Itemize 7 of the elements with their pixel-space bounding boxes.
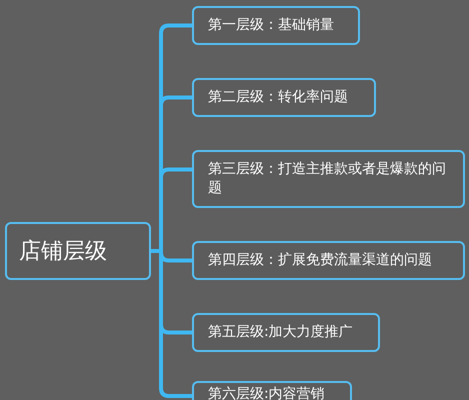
- level-box: 第五层级:加大力度推广: [192, 313, 380, 352]
- level-box: 第三层级：打造主推款或者是爆款的问题: [192, 150, 465, 208]
- level-box: 第一层级：基础销量: [192, 6, 360, 45]
- level-box: 第二层级：转化率问题: [192, 78, 376, 117]
- level-box: 第六层级:内容营销: [192, 381, 352, 400]
- root-box: 店铺层级: [5, 222, 151, 280]
- level-box: 第四层级：扩展免费流量渠道的问题: [192, 241, 465, 280]
